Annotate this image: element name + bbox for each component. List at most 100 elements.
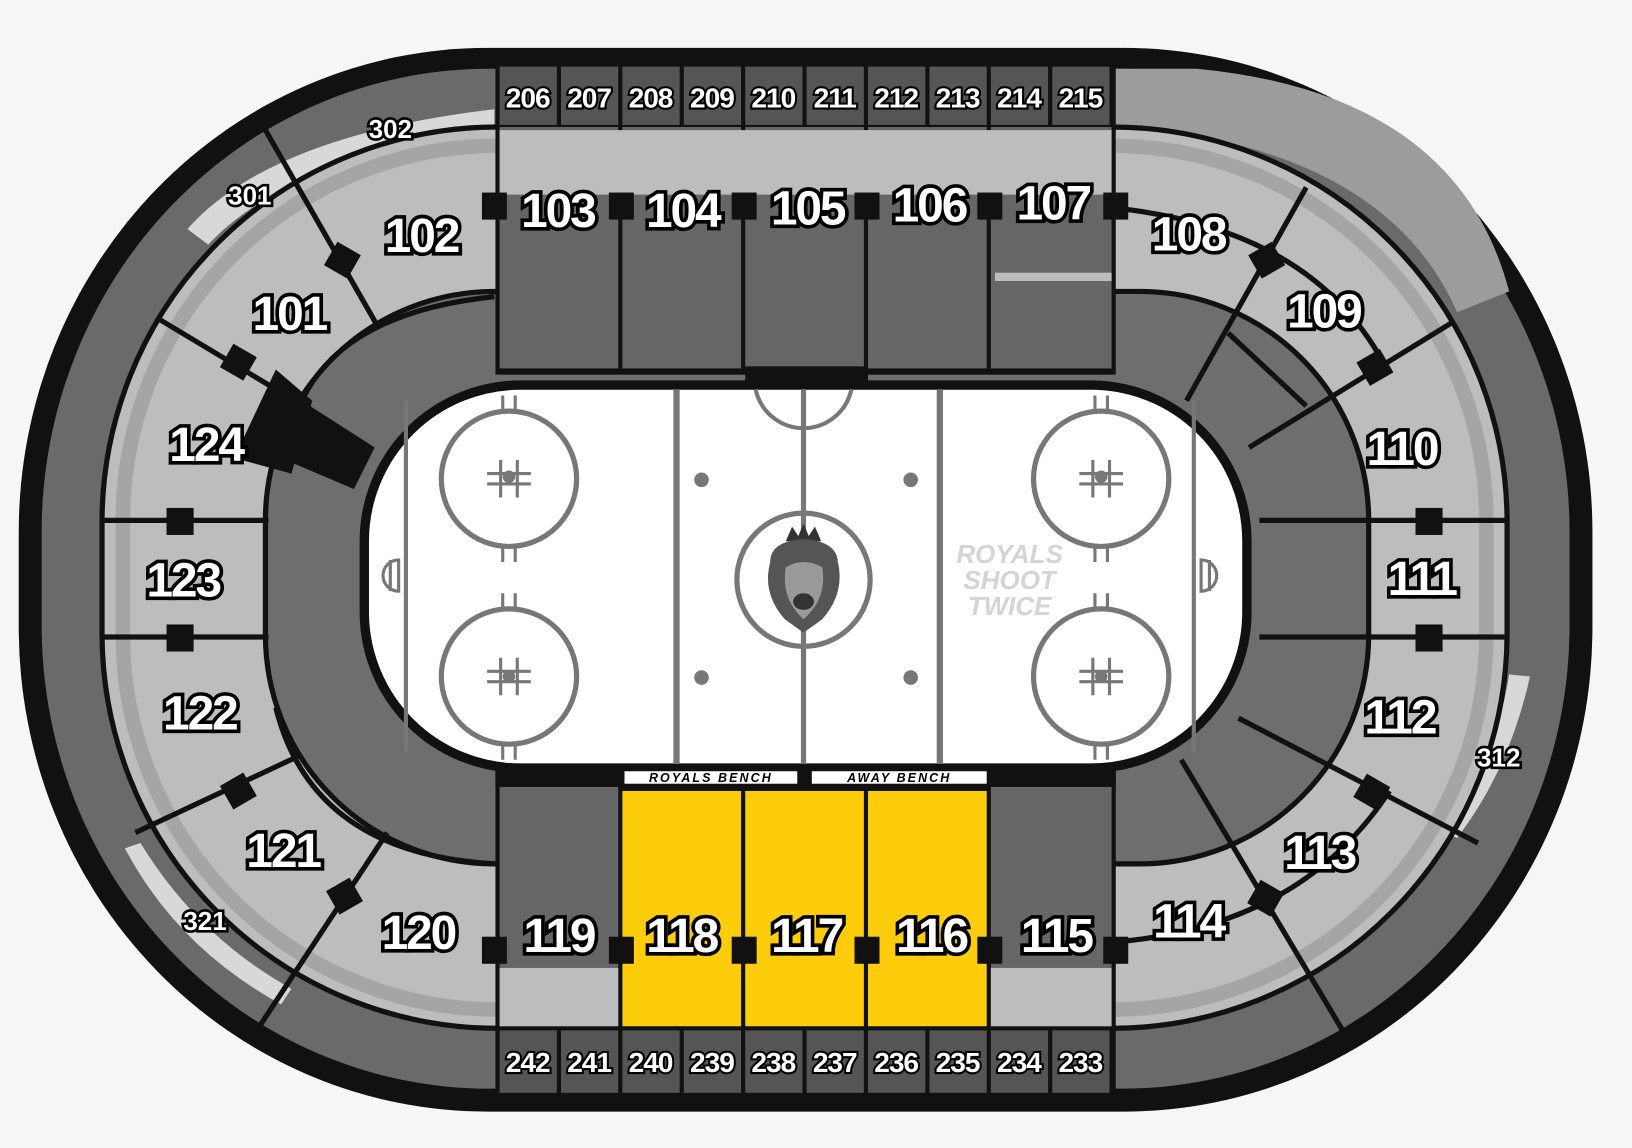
section-106-label[interactable]: 106: [889, 176, 972, 236]
upper-level-concourse-left: [187, 109, 495, 245]
goal-crease-right: [1199, 558, 1219, 593]
section-211-fill[interactable]: [806, 66, 864, 125]
section-240-fill[interactable]: [622, 1030, 680, 1093]
away-bench-label: AWAY BENCH: [846, 771, 951, 785]
section-102-label[interactable]: 102: [381, 206, 464, 266]
slogan-line: SHOOT: [963, 565, 1058, 595]
section-238-fill[interactable]: [745, 1030, 803, 1093]
faceoff-dot: [694, 670, 709, 685]
section-239-fill[interactable]: [683, 1030, 742, 1093]
section-104-label[interactable]: 104: [642, 181, 727, 241]
section-117-label[interactable]: 117: [768, 907, 849, 967]
section-114-label[interactable]: 114: [1149, 892, 1232, 952]
faceoff-circle: [438, 606, 580, 747]
section-121-label[interactable]: 121: [243, 821, 327, 881]
faceoff-circle: [1030, 408, 1172, 550]
section-120-label[interactable]: 120: [378, 903, 461, 963]
upper-level-concourse-bottom-left: [124, 843, 292, 1005]
section-242-fill[interactable]: [499, 1030, 557, 1093]
section-312-label[interactable]: 312: [1474, 740, 1523, 775]
section-215-label[interactable]: 215: [1056, 80, 1105, 115]
section-113-label[interactable]: 113: [1281, 823, 1362, 883]
section-115-label[interactable]: 115: [1017, 907, 1099, 967]
section-233-label[interactable]: 233: [1056, 1045, 1105, 1080]
section-111-label[interactable]: 111: [1384, 550, 1463, 610]
section-210-label[interactable]: 210: [749, 80, 798, 115]
section-122-label[interactable]: 122: [159, 684, 242, 744]
section-209-label[interactable]: 209: [688, 80, 737, 115]
section-235-label[interactable]: 235: [934, 1045, 983, 1080]
lion-crown-logo: [767, 523, 840, 633]
section-116-fill[interactable]: [868, 791, 987, 1027]
upper-level-concourse-right: [1441, 674, 1530, 838]
section-109-label[interactable]: 109: [1283, 282, 1366, 342]
faceoff-circle: [438, 408, 580, 550]
section-207-label[interactable]: 207: [565, 80, 614, 115]
section-207-fill[interactable]: [561, 66, 619, 125]
away-bench: [811, 771, 987, 784]
section-117-fill[interactable]: [745, 791, 864, 1027]
section-237-label[interactable]: 237: [811, 1045, 860, 1080]
section-213-fill[interactable]: [929, 66, 987, 125]
section-108-label[interactable]: 108: [1148, 205, 1232, 265]
home-bench-label: ROYALS BENCH: [649, 771, 773, 785]
section-208-label[interactable]: 208: [627, 80, 676, 115]
section-240-label[interactable]: 240: [627, 1045, 676, 1080]
section-209-fill[interactable]: [683, 66, 742, 125]
section-206-label[interactable]: 206: [504, 80, 553, 115]
section-213-label[interactable]: 213: [934, 80, 983, 115]
faceoff-circle: [1030, 606, 1172, 747]
section-238-label[interactable]: 238: [749, 1045, 798, 1080]
section-236-fill[interactable]: [868, 1030, 926, 1093]
section-116-label[interactable]: 116: [892, 907, 973, 967]
section-234-label[interactable]: 234: [995, 1045, 1045, 1080]
section-241-label[interactable]: 241: [565, 1045, 614, 1080]
section-301-label[interactable]: 301: [226, 178, 275, 213]
section-110-label[interactable]: 110: [1363, 419, 1444, 479]
highlighted-sections: [622, 791, 987, 1027]
upper-level-top-right: [1113, 68, 1510, 313]
section-302-label[interactable]: 302: [366, 111, 415, 146]
section-107-label[interactable]: 107: [1013, 174, 1096, 234]
section-112-label[interactable]: 112: [1361, 688, 1442, 748]
section-119-label[interactable]: 119: [520, 907, 601, 967]
level-200-bottom-strip: [499, 1030, 1110, 1093]
section-214-fill[interactable]: [990, 66, 1049, 125]
section-103-label[interactable]: 103: [517, 181, 600, 241]
section-212-label[interactable]: 212: [872, 80, 921, 115]
section-236-label[interactable]: 236: [872, 1045, 921, 1080]
level-200-top-strip: [499, 66, 1110, 125]
section-118-fill[interactable]: [622, 791, 742, 1027]
section-215-fill[interactable]: [1052, 66, 1110, 125]
faceoff-dot: [903, 472, 918, 488]
section-101-label[interactable]: 101: [249, 284, 333, 344]
faceoff-dot: [903, 670, 918, 685]
section-233-fill[interactable]: [1052, 1030, 1110, 1093]
section-242-label[interactable]: 242: [504, 1045, 553, 1080]
section-105-label[interactable]: 105: [767, 179, 851, 239]
section-123-label[interactable]: 123: [143, 551, 226, 611]
section-239-label[interactable]: 239: [688, 1045, 737, 1080]
section-210-fill[interactable]: [745, 66, 803, 125]
section-124-label[interactable]: 124: [166, 415, 251, 475]
section-237-fill[interactable]: [806, 1030, 864, 1093]
goal-crease-left: [381, 558, 401, 593]
section-labels: 101 102 103 104 105 106 107 108 109 110 111 112 113 1…: [143, 80, 1523, 1080]
section-241-fill[interactable]: [561, 1030, 619, 1093]
section-321-label[interactable]: 321: [181, 904, 230, 939]
section-211-label[interactable]: 211: [812, 80, 860, 115]
referee-crease: [753, 388, 854, 431]
slogan-line: TWICE: [968, 591, 1052, 621]
hockey-rink: ROYALS SHOOT TWICE: [359, 380, 1252, 773]
section-234-fill[interactable]: [990, 1030, 1049, 1093]
section-208-fill[interactable]: [622, 66, 680, 125]
section-214-label[interactable]: 214: [995, 80, 1045, 115]
section-235-fill[interactable]: [929, 1030, 987, 1093]
section-212-fill[interactable]: [868, 66, 926, 125]
center-faceoff-circle: [734, 510, 873, 649]
faceoff-dot: [694, 472, 709, 488]
benches: ROYALS BENCH AWAY BENCH: [495, 768, 1116, 787]
section-118-label[interactable]: 118: [643, 907, 725, 967]
section-206-fill[interactable]: [499, 66, 557, 125]
